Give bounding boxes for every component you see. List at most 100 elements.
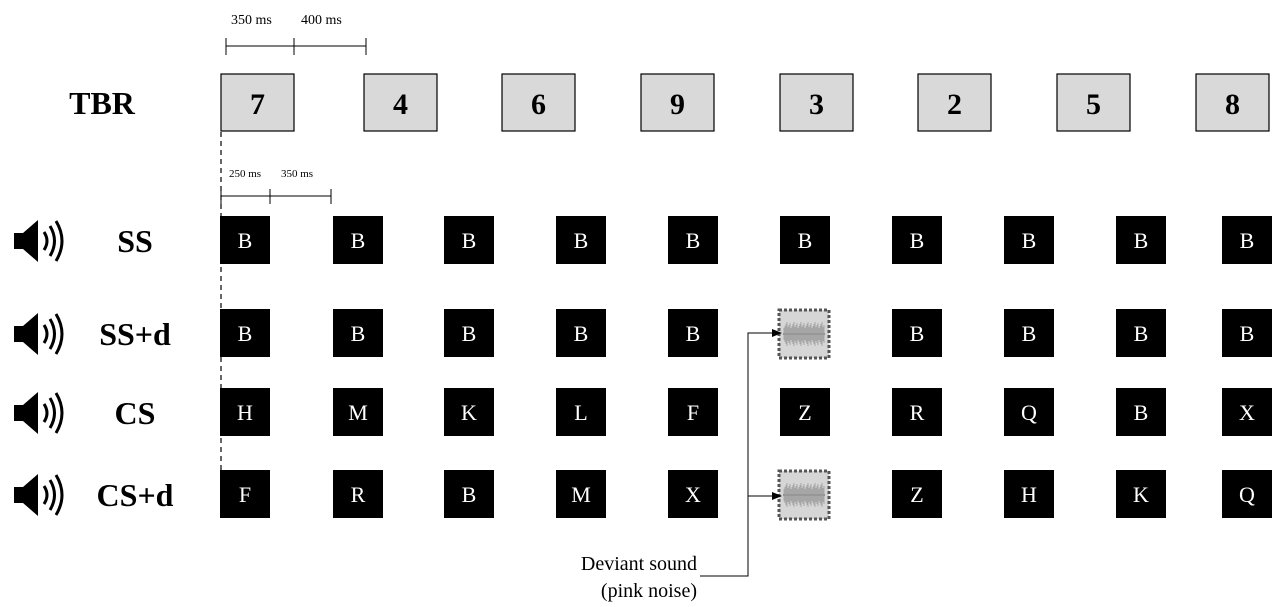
letter: X (685, 482, 701, 507)
tbr-box-frame (1056, 73, 1131, 132)
letter: B (910, 321, 925, 346)
row-label: SS (117, 223, 153, 259)
letter-box: B (1116, 216, 1166, 264)
letter-box: B (1222, 216, 1272, 264)
letter: F (239, 482, 251, 507)
letter-box-frame (1004, 470, 1054, 518)
letter-box: M (333, 388, 383, 436)
letter-box: B (556, 309, 606, 357)
speaker-icon (14, 313, 64, 355)
letter-box-frame (444, 388, 494, 436)
letter-box-frame (668, 388, 718, 436)
letter: B (462, 482, 477, 507)
letter: B (1134, 228, 1149, 253)
letter: B (351, 228, 366, 253)
letter: H (1021, 482, 1037, 507)
letter-box-frame (1222, 216, 1272, 264)
letter-box: B (556, 216, 606, 264)
letter-box-frame (780, 388, 830, 436)
letter-box-frame (1004, 309, 1054, 357)
letter-box-frame (333, 388, 383, 436)
tbr-digit-box: 2 (917, 73, 992, 132)
letter-box: K (444, 388, 494, 436)
letter-box: M (556, 470, 606, 518)
tbr-box-frame (501, 73, 576, 132)
letter-box: Q (1222, 470, 1272, 518)
letter-box-frame (444, 309, 494, 357)
letter-box-frame (1222, 309, 1272, 357)
letter-box-frame (1004, 216, 1054, 264)
letter-box-frame (892, 216, 942, 264)
letter-box: B (220, 309, 270, 357)
letter-box-frame (892, 309, 942, 357)
letter-box-frame (220, 216, 270, 264)
letter-box: B (780, 216, 830, 264)
letter-box: Z (780, 388, 830, 436)
letter: L (574, 400, 587, 425)
letter-box-frame (892, 388, 942, 436)
letter-box: B (444, 309, 494, 357)
letter-box: B (892, 216, 942, 264)
letter-box-frame (220, 470, 270, 518)
tbr-digit: 3 (809, 88, 824, 121)
letter-box-frame (333, 216, 383, 264)
letter-box: B (333, 309, 383, 357)
letter-box: Z (892, 470, 942, 518)
tbr-digit-box: 7 (220, 73, 295, 132)
letter: M (571, 482, 591, 507)
tbr-digit-box: 5 (1056, 73, 1131, 132)
letter-box-frame (444, 216, 494, 264)
letter-box: H (220, 388, 270, 436)
row-label: SS+d (99, 316, 171, 352)
letter-box-frame (444, 470, 494, 518)
tbr-digit: 8 (1225, 88, 1240, 121)
letter: B (910, 228, 925, 253)
letter: B (1134, 400, 1149, 425)
letter-box: X (668, 470, 718, 518)
speaker-icon (14, 474, 64, 516)
tbr-digit-box: 4 (363, 73, 438, 132)
letter-box-frame (668, 216, 718, 264)
letter-box-frame (556, 470, 606, 518)
letter-box: L (556, 388, 606, 436)
letter-box-frame (668, 470, 718, 518)
letter-box: H (1004, 470, 1054, 518)
tbr-box-frame (779, 73, 854, 132)
letter-box: Q (1004, 388, 1054, 436)
letter-box: R (333, 470, 383, 518)
letter-box-frame (1222, 470, 1272, 518)
letter-box-frame (556, 388, 606, 436)
tbr-digit: 9 (670, 88, 685, 121)
letter-box-frame (1116, 309, 1166, 357)
speaker-icon (14, 392, 64, 434)
deviant-annotation (700, 329, 782, 577)
letter: B (462, 321, 477, 346)
row-label: CS+d (97, 477, 174, 513)
letter-box-frame (1116, 216, 1166, 264)
tbr-digit: 2 (947, 88, 962, 121)
tbr-box-frame (363, 73, 438, 132)
letter: K (461, 400, 477, 425)
letter: F (687, 400, 699, 425)
letter-box: R (892, 388, 942, 436)
letter: R (351, 482, 366, 507)
letter-box-frame (668, 309, 718, 357)
letter: Q (1021, 400, 1037, 425)
letter-box-frame (1222, 388, 1272, 436)
letter-timing-scale (220, 189, 332, 204)
letter-box-frame (1004, 388, 1054, 436)
letter: B (686, 321, 701, 346)
tbr-digit: 5 (1086, 88, 1101, 121)
letter-box: B (1004, 309, 1054, 357)
letter-box-frame (220, 388, 270, 436)
letter-box-frame (780, 216, 830, 264)
letter-box: B (668, 216, 718, 264)
tbr-label: TBR (69, 85, 136, 121)
letter: X (1239, 400, 1255, 425)
